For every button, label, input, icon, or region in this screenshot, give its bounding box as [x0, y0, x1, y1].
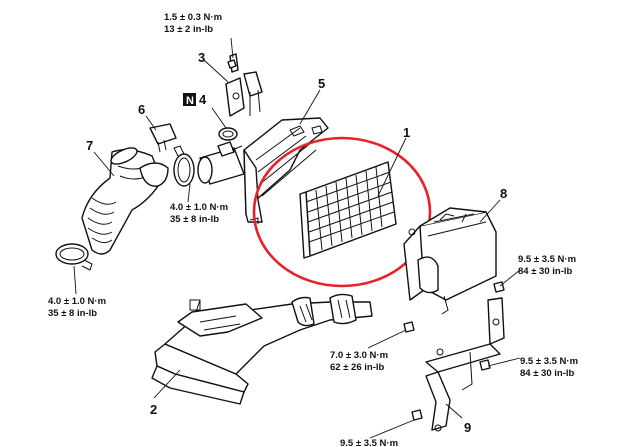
filter-highlight-ring: [252, 136, 432, 288]
n-badge-label: N: [186, 95, 194, 107]
callout-8: 8: [500, 186, 507, 201]
corrugated-hose: [81, 147, 169, 255]
callout-9: 9: [464, 420, 471, 435]
torque-right-upper-inlb: 84 ± 30 in-lb: [518, 266, 573, 277]
sensor-bracket: [225, 53, 263, 117]
torque-clamp-lower-nm: 4.0 ± 1.0 N·m: [48, 296, 106, 307]
mounting-bracket: [425, 297, 505, 432]
callout-5: 5: [318, 76, 325, 91]
torque-top-nm: 1.5 ± 0.3 N·m: [164, 12, 222, 23]
torque-clamp-lower-inlb: 35 ± 8 in-lb: [48, 308, 97, 319]
airflow-sensor-tube: [197, 141, 245, 185]
torque-clamp-inlb: 35 ± 8 in-lb: [170, 214, 219, 225]
o-ring: [218, 127, 238, 141]
callout-6: 6: [138, 102, 145, 117]
torque-right-lower-inlb: 84 ± 30 in-lb: [520, 368, 575, 379]
air-filter-element: [299, 161, 397, 259]
torque-bottom-nm: 9.5 ± 3.5 N·m: [340, 438, 398, 447]
intake-duct: [151, 293, 373, 405]
callout-3: 3: [198, 50, 205, 65]
torque-right-lower-nm: 9.5 ± 3.5 N·m: [520, 356, 578, 367]
callout-2: 2: [150, 402, 157, 417]
hose-clamp-upper: [173, 145, 195, 187]
torque-right-upper-nm: 9.5 ± 3.5 N·m: [518, 254, 576, 265]
callout-4: 4: [199, 92, 207, 107]
torque-top-inlb: 13 ± 2 in-lb: [164, 24, 213, 35]
torque-center-nm: 7.0 ± 3.0 N·m: [330, 350, 388, 361]
callout-7: 7: [86, 138, 93, 153]
n-badge: [183, 93, 196, 106]
sensor-connector: [149, 123, 177, 153]
callout-1: 1: [403, 125, 410, 140]
air-cleaner-cover: [243, 117, 329, 224]
torque-clamp-nm: 4.0 ± 1.0 N·m: [170, 202, 228, 213]
air-cleaner-housing: [403, 207, 497, 315]
torque-center-inlb: 62 ± 26 in-lb: [330, 362, 385, 373]
leader-lines: [73, 37, 521, 439]
hose-clamp-lower: [55, 243, 93, 271]
